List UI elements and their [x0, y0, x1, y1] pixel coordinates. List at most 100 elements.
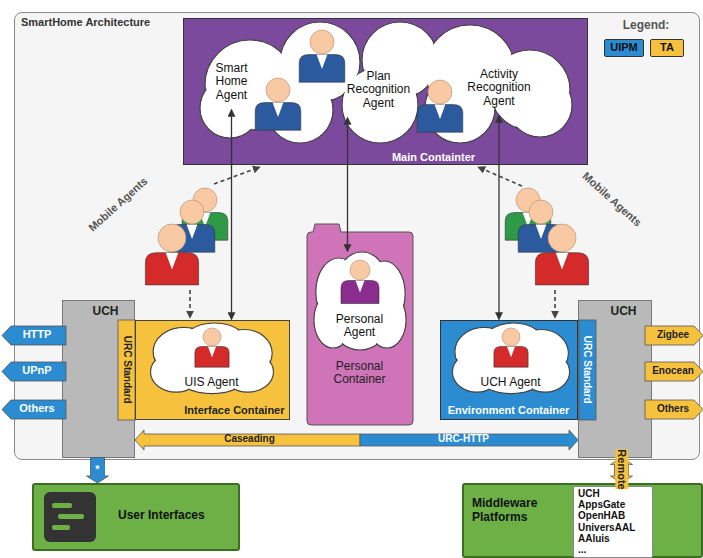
folder-outline — [307, 224, 413, 425]
cloud-fill — [268, 78, 332, 142]
interface-container: Interface Container UIS Agent — [135, 320, 290, 420]
text-holder: HTTP — [11, 328, 63, 341]
mobile-agent-arrow — [214, 167, 260, 184]
legend-text: TA — [651, 41, 683, 54]
node-text: Smart Home Agent — [203, 62, 261, 103]
connector — [87, 458, 109, 484]
environment-container: Environment Container UCH Agent — [440, 320, 578, 420]
legend-title: Legend: — [606, 19, 686, 33]
text-holder: Environment Container — [441, 404, 577, 417]
node-text: URC Standard — [581, 319, 593, 419]
text-holder: URC Standard — [581, 319, 593, 419]
middleware-box: Middleware PlatformsUCH AppsGate OpenHAB… — [462, 483, 703, 558]
tag-outline — [2, 400, 66, 419]
person-collar — [435, 105, 446, 119]
protocol-tag: Others — [2, 400, 66, 419]
person-body — [518, 225, 564, 253]
person-body — [169, 225, 215, 253]
agent-cloud: UCH Agent — [450, 323, 572, 395]
node-text: HTTP — [11, 328, 63, 341]
mobile-agent-arrow — [189, 290, 191, 318]
text-holder: UCH — [81, 305, 131, 319]
person-head — [180, 200, 204, 224]
node-text: Personal Agent — [325, 313, 395, 341]
text-holder: UIPM — [605, 41, 643, 54]
node-text: Others — [11, 402, 63, 415]
protocol-tag: Zigbee — [645, 326, 703, 345]
legend-swatch: UIPM — [604, 39, 644, 57]
node-text: Zigbee — [650, 329, 696, 341]
text-holder: URC-HTTP — [360, 433, 568, 445]
uch-box: UCH URC Standard — [578, 300, 652, 458]
main-container: Main Containter Smart Home Agent Plan Reco… — [183, 18, 588, 165]
person-collar — [556, 253, 569, 270]
person-collar — [187, 225, 198, 239]
person-body — [535, 253, 588, 285]
agent-box: Plan Recognition Agent — [340, 70, 418, 118]
text-holder: Zigbee — [650, 329, 696, 341]
text-holder: Others — [650, 403, 696, 415]
person-head — [266, 78, 290, 102]
node-text: UCH — [599, 305, 649, 319]
connector — [347, 118, 348, 252]
urc-strip — [118, 320, 135, 420]
mobile-agent-arrow — [554, 290, 556, 318]
text-holder: TA — [651, 41, 683, 54]
connector-line — [231, 110, 232, 320]
person-head — [516, 188, 540, 212]
node-text: UCH Agent — [450, 376, 572, 390]
text-holder: UCH — [599, 305, 649, 319]
text-holder: Enocean — [650, 365, 696, 377]
node-text: Enocean — [650, 365, 696, 377]
person-collar — [507, 346, 515, 357]
protocol-tag: Others — [645, 400, 703, 419]
person-head — [158, 224, 186, 252]
agent-box: Activity Recognition Agent — [462, 68, 537, 116]
person-collar — [200, 213, 211, 227]
text-holder: Activity Recognition Agent — [462, 68, 537, 109]
connector-band — [87, 458, 109, 484]
person-head — [193, 188, 217, 212]
edge-label: Remote — [615, 450, 628, 490]
mobile-agent-arrow — [478, 167, 522, 186]
person-body — [494, 346, 528, 367]
text-holder: Legend: — [606, 19, 686, 33]
node-text: SmartHome Architecture — [21, 16, 221, 29]
node-text: UCH — [81, 305, 131, 319]
text-holder: Remote — [615, 450, 628, 490]
legend-text: UIPM — [605, 41, 643, 54]
text-holder: UCH AppsGate OpenHAB UniversAAL AAluis .… — [578, 488, 650, 555]
text-holder: UIS Agent — [148, 376, 276, 390]
text-holder: SmartHome Architecture — [21, 16, 221, 29]
user-interfaces-box: User Interfaces — [32, 483, 240, 551]
text-holder: Smart Home Agent — [203, 62, 261, 103]
personal-container: Personal ContainerPersonal Agent — [307, 232, 413, 425]
connector-line — [498, 116, 499, 320]
person-body — [195, 346, 229, 367]
node-text: Environment Container — [441, 404, 577, 417]
person-collar — [317, 55, 328, 69]
person-collar — [523, 213, 534, 227]
node-text: UIS Agent — [148, 376, 276, 390]
node-text: Main Containter — [378, 151, 490, 164]
text-holder: Interface Container — [136, 404, 285, 417]
person-collar — [273, 103, 284, 117]
person-head — [529, 200, 553, 224]
text-holder: * — [91, 463, 105, 476]
text-holder: Main Containter — [378, 151, 490, 164]
node-text: Activity Recognition Agent — [462, 68, 537, 109]
person-body — [145, 253, 198, 285]
bar-outline — [360, 430, 578, 450]
person-head — [502, 328, 520, 346]
tag-outline — [645, 362, 703, 381]
urc-http-bar: URC-HTTP — [360, 433, 578, 447]
person-body — [299, 55, 345, 83]
person-head — [310, 30, 334, 54]
text-holder: Middleware Platforms — [472, 497, 572, 525]
person-body — [255, 103, 301, 131]
person-body — [505, 213, 551, 241]
person-head — [428, 80, 452, 104]
node-text: Others — [650, 403, 696, 415]
connector — [499, 116, 500, 320]
legend-swatch: TA — [650, 39, 684, 57]
